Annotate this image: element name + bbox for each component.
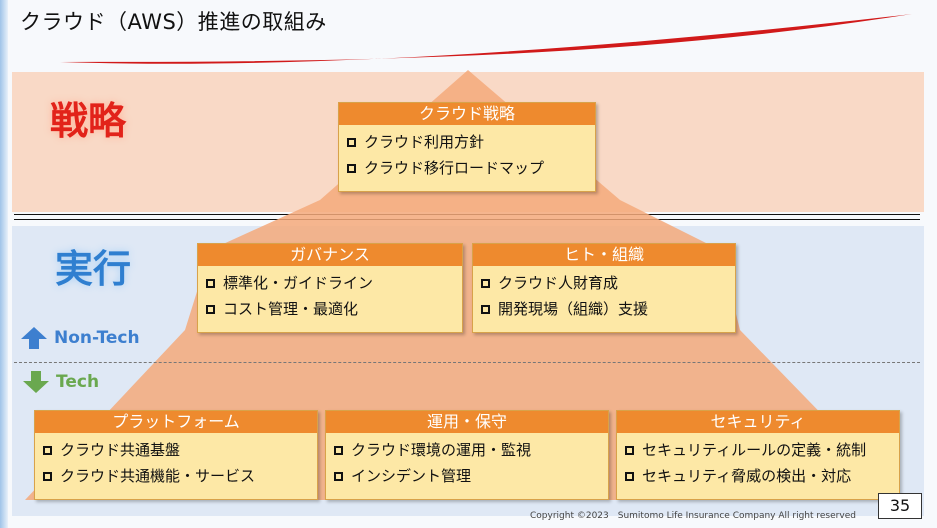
box-security: セキュリティ セキュリティルールの定義・統制 セキュリティ脅威の検出・対応 (616, 410, 900, 500)
box-governance: ガバナンス 標準化・ガイドライン コスト管理・最適化 (197, 243, 463, 333)
category-execution: 実行 (55, 247, 132, 291)
bullet-square-icon (334, 445, 343, 455)
box-cloud-strategy-title: クラウド戦略 (339, 103, 595, 125)
bullet-square-icon (625, 471, 634, 481)
arrow-up-icon (21, 327, 47, 349)
list-item: クラウド共通機能・サービス (43, 463, 309, 489)
list-item: インシデント管理 (334, 463, 600, 489)
box-governance-title: ガバナンス (198, 244, 462, 266)
nontech-text: Non-Tech (54, 328, 140, 348)
list-item: クラウド共通基盤 (43, 437, 309, 463)
box-people-organization-title: ヒト・組織 (473, 244, 735, 266)
list-item: クラウド人財育成 (481, 270, 727, 296)
arrow-down-icon (23, 371, 49, 393)
bullet-square-icon (347, 137, 356, 147)
box-security-title: セキュリティ (617, 411, 899, 433)
list-item: クラウド移行ロードマップ (347, 155, 587, 181)
tech-text: Tech (56, 372, 100, 392)
nontech-label: Non-Tech (20, 326, 140, 350)
list-item: 開発現場（組織）支援 (481, 296, 727, 322)
bullet-square-icon (206, 304, 215, 314)
category-strategy: 戦略 (50, 99, 127, 143)
copyright-footer: Copyright ©2023 Sumitomo Life Insurance … (530, 511, 856, 521)
box-people-organization: ヒト・組織 クラウド人財育成 開発現場（組織）支援 (472, 243, 736, 333)
list-item: コスト管理・最適化 (206, 296, 454, 322)
bullet-square-icon (481, 304, 490, 314)
list-item: 標準化・ガイドライン (206, 270, 454, 296)
bullet-square-icon (43, 445, 52, 455)
bullet-square-icon (334, 471, 343, 481)
bullet-square-icon (347, 163, 356, 173)
bullet-square-icon (481, 278, 490, 288)
list-item: クラウド環境の運用・監視 (334, 437, 600, 463)
list-item: クラウド利用方針 (347, 129, 587, 155)
box-platform: プラットフォーム クラウド共通基盤 クラウド共通機能・サービス (34, 410, 318, 500)
tech-label: Tech (22, 370, 99, 394)
bullet-square-icon (625, 445, 634, 455)
box-operations: 運用・保守 クラウド環境の運用・監視 インシデント管理 (325, 410, 609, 500)
title-swoosh (60, 14, 912, 64)
tech-divider (14, 362, 920, 363)
page-number: 35 (878, 493, 922, 519)
bullet-square-icon (43, 471, 52, 481)
page-title: クラウド（AWS）推進の取組み (20, 10, 327, 34)
list-item: セキュリティ脅威の検出・対応 (625, 463, 891, 489)
list-item: セキュリティルールの定義・統制 (625, 437, 891, 463)
frame-edge (0, 0, 8, 528)
bullet-square-icon (206, 278, 215, 288)
box-operations-title: 運用・保守 (326, 411, 608, 433)
box-cloud-strategy: クラウド戦略 クラウド利用方針 クラウド移行ロードマップ (338, 102, 596, 192)
box-platform-title: プラットフォーム (35, 411, 317, 433)
